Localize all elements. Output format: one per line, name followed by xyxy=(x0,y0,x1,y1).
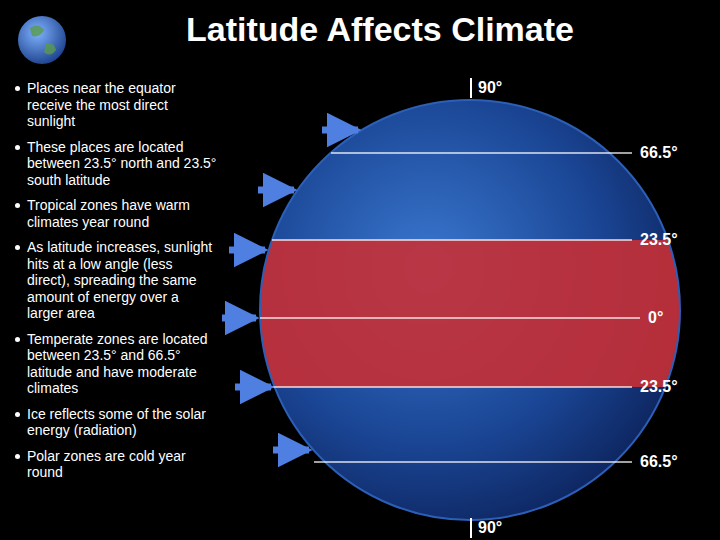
latitude-label: 23.5° xyxy=(640,378,678,396)
bullet-text: Tropical zones have warm climates year r… xyxy=(14,197,218,230)
latitude-label: 0° xyxy=(648,309,663,327)
bullet-text: As latitude increases, sunlight hits at … xyxy=(14,239,218,322)
bullet-text: Temperate zones are located between 23.5… xyxy=(14,331,218,397)
earth-globe xyxy=(250,100,690,520)
latitude-label: 66.5° xyxy=(640,453,678,471)
sunlight-arrows xyxy=(222,130,358,450)
bullet-text: Ice reflects some of the solar energy (r… xyxy=(14,406,218,439)
latitude-label: 66.5° xyxy=(640,144,678,162)
latitude-lines xyxy=(260,153,640,462)
bullet-text: These places are located between 23.5° n… xyxy=(14,139,218,189)
globe-icon xyxy=(18,16,66,64)
bullet-list: Places near the equator receive the most… xyxy=(14,80,218,490)
latitude-label: 90° xyxy=(478,79,502,97)
latitude-label: 90° xyxy=(478,519,502,537)
tropical-band xyxy=(250,240,690,387)
bullet-text: Places near the equator receive the most… xyxy=(14,80,218,130)
bullet-text: Polar zones are cold year round xyxy=(14,448,218,481)
slide-title: Latitude Affects Climate xyxy=(100,10,660,49)
pole-ticks xyxy=(470,78,472,538)
latitude-label: 23.5° xyxy=(640,231,678,249)
